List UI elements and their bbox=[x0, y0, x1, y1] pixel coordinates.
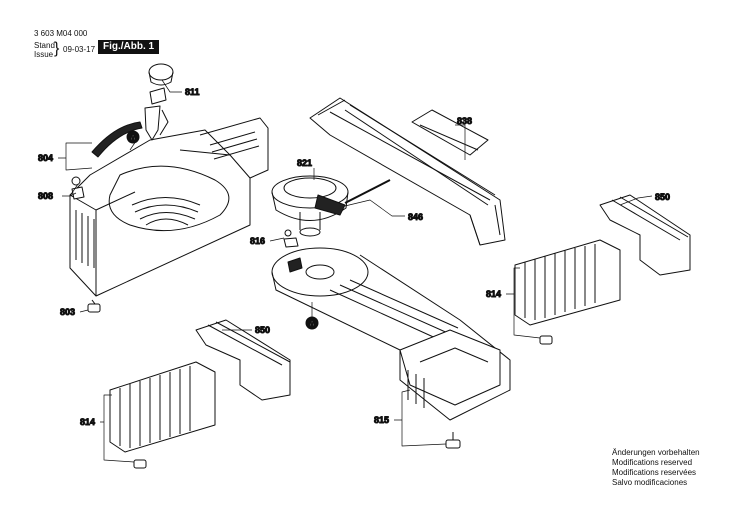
mitre-table-base bbox=[69, 117, 269, 313]
footer-notes: Änderungen vorbehalten Modifications res… bbox=[612, 448, 700, 488]
callout-850-left: 850 bbox=[255, 325, 270, 335]
callout-804: 804 bbox=[38, 153, 53, 163]
stand-label: Stand bbox=[34, 41, 55, 50]
callout-838: 838 bbox=[457, 116, 472, 126]
footer-line-es: Salvo modificaciones bbox=[612, 478, 688, 487]
footer-line-fr: Modifications reservées bbox=[612, 468, 697, 477]
clamp-part-808 bbox=[71, 176, 85, 200]
callout-811: 811 bbox=[185, 87, 200, 97]
extension-arm-846 bbox=[309, 97, 506, 246]
callout-803: 803 bbox=[60, 307, 75, 317]
figure-label: Fig./Abb. 1 bbox=[98, 40, 160, 54]
turntable-821 bbox=[271, 175, 391, 237]
brace-icon: } bbox=[54, 40, 60, 57]
stop-piece-838 bbox=[411, 109, 489, 156]
issue-label: Issue bbox=[34, 50, 54, 59]
marker-a-circle-1 bbox=[126, 130, 140, 144]
callout-846: 846 bbox=[408, 212, 423, 222]
callout-814-left: 814 bbox=[80, 417, 95, 427]
lower-left-support bbox=[109, 319, 291, 469]
right-support bbox=[514, 194, 691, 345]
knob-811 bbox=[144, 63, 174, 141]
callout-814-right: 814 bbox=[486, 289, 501, 299]
marker-a-circle-2 bbox=[305, 316, 319, 330]
centre-long-base bbox=[271, 247, 511, 449]
footer-line-en: Modifications reserved bbox=[612, 458, 693, 467]
leader-lines bbox=[58, 79, 653, 463]
callout-808: 808 bbox=[38, 191, 53, 201]
mitre-scale-arc bbox=[91, 121, 143, 158]
marker-a-2: A bbox=[309, 320, 315, 329]
marker-a-1: A bbox=[130, 134, 136, 143]
footer-line-de: Änderungen vorbehalten bbox=[612, 448, 700, 457]
callout-815: 815 bbox=[374, 415, 389, 425]
callout-821: 821 bbox=[297, 158, 312, 168]
callout-816: 816 bbox=[250, 236, 265, 246]
doc-number: 3 603 M04 000 bbox=[34, 29, 88, 38]
screw-816 bbox=[283, 229, 299, 248]
callout-850-right: 850 bbox=[655, 192, 670, 202]
issue-date: 09-03-17 bbox=[63, 45, 96, 54]
